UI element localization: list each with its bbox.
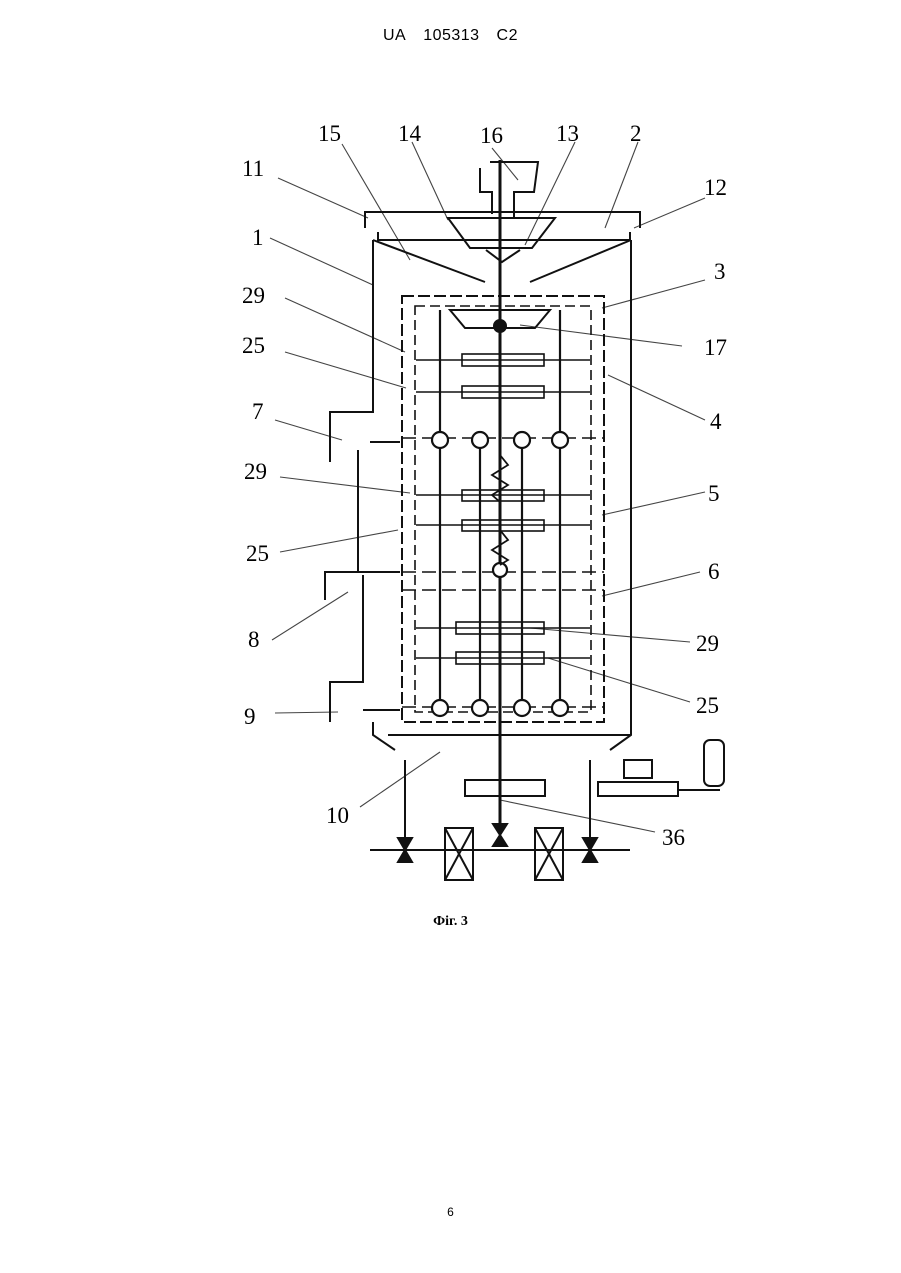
label-4: 4 [710,410,722,433]
label-15: 15 [318,122,341,145]
label-12: 12 [704,176,727,199]
label-2: 2 [630,122,642,145]
label-16: 16 [480,124,503,147]
patent-country: UA [383,27,406,45]
label-10: 10 [326,804,349,827]
label-29: 29 [242,284,265,307]
label-17: 17 [704,336,727,359]
label-11: 11 [242,157,264,180]
figure-caption: Фіг. 3 [0,914,901,930]
patent-number: 105313 [423,27,479,45]
label-29: 29 [244,460,267,483]
label-13: 13 [556,122,579,145]
label-9: 9 [244,705,256,728]
label-14: 14 [398,122,421,145]
page-number: 6 [0,1205,901,1219]
patent-kind: C2 [497,27,518,45]
label-7: 7 [252,400,264,423]
label-6: 6 [708,560,720,583]
label-29: 29 [696,632,719,655]
label-25: 25 [696,694,719,717]
technical-drawing: 15 14 16 13 2 11 12 1 3 29 25 17 7 4 29 … [230,110,750,900]
label-8: 8 [248,628,260,651]
label-36: 36 [662,826,685,849]
apparatus-schematic [230,110,750,900]
label-25: 25 [242,334,265,357]
label-5: 5 [708,482,720,505]
patent-header: UA 105313 C2 [0,27,901,45]
label-25: 25 [246,542,269,565]
label-1: 1 [252,226,264,249]
label-3: 3 [714,260,726,283]
